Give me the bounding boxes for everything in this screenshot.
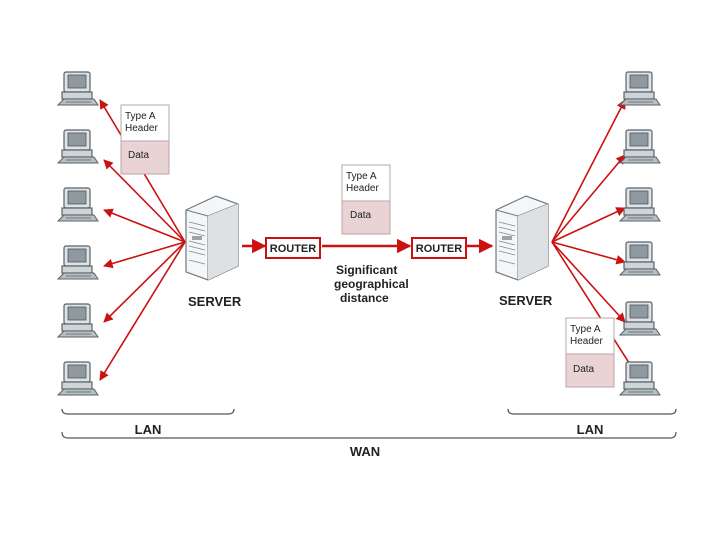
packet-header-line-2: Header [570, 336, 603, 347]
packet-left: Type A Header Data [120, 104, 170, 175]
router-right: ROUTER [411, 237, 467, 259]
desktop-computer-icon [57, 361, 99, 396]
packet-header-line-1: Type A [570, 324, 601, 335]
desktop-computer-icon [57, 303, 99, 338]
desktop-computer-icon [57, 245, 99, 280]
left-workstations [57, 71, 99, 396]
desktop-computer-icon [619, 361, 661, 396]
desktop-computer-icon [57, 187, 99, 222]
router-left-label: ROUTER [270, 243, 317, 255]
wan-bracket [61, 431, 677, 439]
lan-left-label: LAN [135, 422, 162, 437]
packet-header-line-2: Header [125, 123, 158, 134]
packet-data: Data [573, 364, 595, 375]
packet-data: Data [128, 150, 150, 161]
server-right-label: SERVER [499, 293, 553, 308]
desktop-computer-icon [619, 241, 661, 276]
desktop-computer-icon [619, 129, 661, 164]
packet-header-line-1: Type A [125, 111, 156, 122]
desktop-computer-icon [619, 187, 661, 222]
desktop-computer-icon [57, 71, 99, 106]
wan-label: WAN [350, 444, 380, 459]
desktop-computer-icon [619, 301, 661, 336]
lan-left-bracket [61, 408, 235, 415]
packet-center: Type A Header Data [341, 164, 391, 235]
server-tower-icon [185, 195, 239, 281]
distance-line-2: geographical [334, 277, 409, 291]
packet-data: Data [350, 210, 372, 221]
right-lan-links [551, 99, 641, 381]
router-left: ROUTER [265, 237, 321, 259]
server-left-label: SERVER [188, 294, 242, 309]
distance-label: Significant geographical distance [334, 263, 409, 305]
router-right-label: ROUTER [416, 243, 463, 255]
lan-right-label: LAN [577, 422, 604, 437]
packet-right: Type A Header Data [565, 317, 615, 388]
desktop-computer-icon [57, 129, 99, 164]
server-tower-icon [495, 195, 549, 281]
packet-header-line-1: Type A [346, 171, 377, 182]
distance-line-1: Significant [336, 263, 397, 277]
desktop-computer-icon [619, 71, 661, 106]
distance-line-3: distance [340, 291, 389, 305]
right-workstations [619, 71, 661, 396]
lan-right-bracket [507, 408, 677, 415]
packet-header-line-2: Header [346, 183, 379, 194]
